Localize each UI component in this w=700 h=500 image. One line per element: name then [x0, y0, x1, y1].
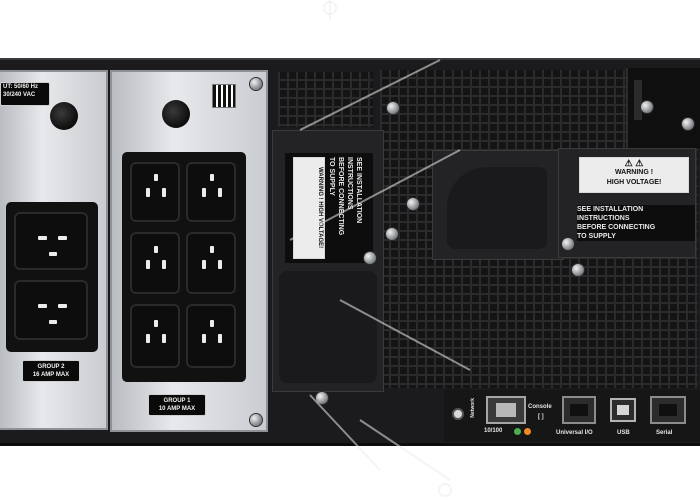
connector-recess [279, 271, 377, 383]
screw [250, 414, 262, 426]
screw [386, 228, 398, 240]
group2-panel: UT: 50/60 Hz 30/240 VAC GROUP 2 16 AMP M… [0, 70, 108, 430]
screw [407, 198, 419, 210]
warning-left-title: WARNING ! [317, 167, 323, 201]
network-label: Network [470, 398, 476, 418]
group1-rating: 10 AMP MAX [158, 406, 196, 412]
c13-outlet-5[interactable] [130, 304, 180, 368]
vent-grille-top-left [278, 72, 373, 127]
screw [387, 102, 399, 114]
usb-label: USB [617, 430, 630, 436]
c19-outlet-1[interactable] [14, 212, 88, 270]
warning-plate-right: ⚠ ⚠ WARNING ! HIGH VOLTAGE! SEE INSTALLA… [558, 148, 696, 258]
warning-left-line3: BEFORE CONNECTING [337, 157, 344, 236]
reset-button[interactable] [452, 408, 464, 420]
group2-name: GROUP 2 [37, 364, 65, 370]
warning-left-line4: TO SUPPLY [328, 157, 335, 196]
warning-right-line4: TO SUPPLY [577, 233, 616, 240]
group1-label: GROUP 1 10 AMP MAX [148, 394, 206, 416]
group2-rating: 16 AMP MAX [32, 372, 70, 378]
mounting-hole [50, 102, 78, 130]
c13-outlet-3[interactable] [130, 232, 180, 294]
group2-label: GROUP 2 16 AMP MAX [22, 360, 80, 382]
warning-label-right-header: ⚠ ⚠ WARNING ! HIGH VOLTAGE! [579, 157, 689, 193]
screw [364, 252, 376, 264]
warning-right-line2: INSTRUCTIONS [577, 215, 630, 222]
warning-triangles-icon: ⚠ ⚠ [624, 158, 644, 168]
connector-recess [447, 167, 547, 249]
c19-outlet-2[interactable] [14, 280, 88, 340]
screw [572, 264, 584, 276]
network-port[interactable] [486, 396, 526, 424]
warning-right-line3: BEFORE CONNECTING [577, 224, 656, 231]
universal-io-port[interactable] [562, 396, 596, 424]
universal-io-label: Universal I/O [556, 430, 593, 436]
input-rating-line1: UT: 50/60 Hz [3, 84, 39, 90]
network-link-led [514, 428, 521, 435]
screw [250, 78, 262, 90]
warning-right-title: WARNING ! [614, 169, 654, 176]
console-label: Console [528, 404, 552, 410]
group1-panel: GROUP 1 10 AMP MAX [110, 70, 268, 432]
c13-outlet-6[interactable] [186, 304, 236, 368]
mounting-hole [162, 100, 190, 128]
network-speed-label: 10/100 [484, 428, 503, 434]
usb-port[interactable] [610, 398, 636, 422]
screw [316, 392, 328, 404]
rack-bracket-slot [634, 80, 642, 120]
group2-outlet-block [6, 202, 98, 352]
group1-name: GROUP 1 [163, 398, 191, 404]
input-rating-label: UT: 50/60 Hz 30/240 VAC [0, 82, 50, 106]
warning-right-line1: SEE INSTALLATION [577, 206, 644, 213]
warning-label-right-text: SEE INSTALLATION INSTRUCTIONS BEFORE CON… [577, 205, 695, 241]
warning-left-line2: INSTRUCTIONS [346, 157, 353, 210]
c13-outlet-2[interactable] [186, 162, 236, 222]
serial-label: Serial [656, 430, 673, 436]
screw [641, 101, 653, 113]
c13-outlet-4[interactable] [186, 232, 236, 294]
screw [562, 238, 574, 250]
warning-left-subtitle: HIGH VOLTAGE! [317, 201, 323, 249]
console-port[interactable]: [ ] [538, 414, 544, 420]
c13-outlet-1[interactable] [130, 162, 180, 222]
input-rating-line2: 30/240 VAC [3, 92, 36, 98]
qr-code-sticker [212, 84, 236, 108]
warning-left-line1: SEE INSTALLATION [355, 157, 362, 224]
screw [682, 118, 694, 130]
network-activity-led [524, 428, 531, 435]
battery-connector-cover-right [432, 150, 564, 260]
warning-right-subtitle: HIGH VOLTAGE! [606, 179, 662, 186]
warning-label-left: WARNING ! HIGH VOLTAGE! SEE INSTALLATION… [285, 153, 373, 263]
group1-outlet-block [122, 152, 246, 382]
serial-port[interactable] [650, 396, 686, 424]
